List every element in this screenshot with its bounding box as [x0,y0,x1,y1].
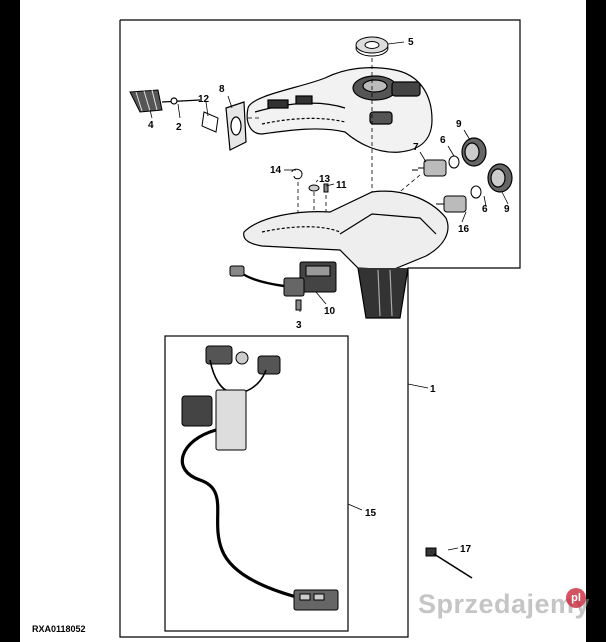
part-7-connector-upper [412,159,447,177]
part-upper-housing [246,67,433,153]
callout-6-lower: 6 [482,204,488,215]
scan-border-left [0,0,20,642]
harness-inset-frame [164,335,349,632]
part-base-housing [243,190,449,319]
callout-8: 8 [219,84,225,95]
callout-1: 1 [430,384,436,395]
part-4-boot [129,89,163,113]
part-12-pin [201,111,219,133]
callout-labels: 5 4 2 12 8 7 6 9 14 13 11 16 6 9 10 3 1 … [148,37,510,555]
part-5-ring [355,36,389,57]
part-6-washer-upper [448,155,460,169]
callout-16: 16 [458,224,470,235]
scan-border-right [586,0,606,642]
callout-4: 4 [148,120,154,131]
diagram-reference-code: RXA0118052 [32,624,86,634]
callout-17: 17 [460,544,472,555]
callout-9-upper: 9 [456,119,462,130]
callout-14: 14 [270,165,282,176]
part-16-connector-lower [436,195,467,213]
callout-leader-lines [149,41,509,551]
part-11-screw [323,183,329,193]
part-17-cable-tie [425,547,473,579]
part-10-switch [229,261,337,297]
callout-12: 12 [198,94,210,105]
part-9-knob-upper [461,137,487,167]
callout-13: 13 [319,174,331,185]
callout-3: 3 [296,320,302,331]
callout-15: 15 [365,508,377,519]
callout-2: 2 [176,122,182,133]
watermark-text: Sprzedajemy [418,589,591,619]
watermark-badge: pl [566,588,586,608]
callout-7: 7 [413,142,419,153]
part-15-wiring-harness [180,345,339,611]
part-3-screw [295,299,302,311]
part-13-nut [308,184,320,192]
callout-6-upper: 6 [440,135,446,146]
callout-5: 5 [408,37,414,48]
part-2-lever [161,97,201,105]
part-6-washer-lower [470,185,482,199]
callout-11: 11 [336,180,347,191]
callout-9-lower: 9 [504,204,510,215]
callout-10: 10 [324,306,336,317]
part-8-gasket [225,101,247,151]
part-14-clip [291,168,303,180]
part-9-knob-lower [487,163,513,193]
